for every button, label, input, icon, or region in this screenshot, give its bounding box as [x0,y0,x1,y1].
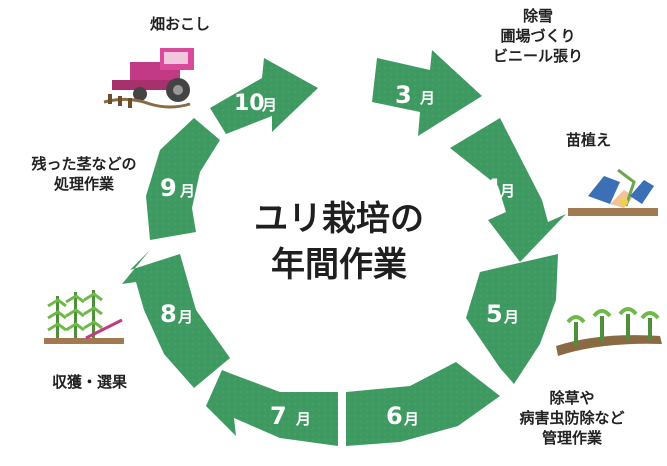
segment-april: 4 月 [450,118,566,262]
task-snow-removal: 除雪 圃場づくり ビニール張り [492,7,583,65]
month-label-october-num: 10 [234,91,265,116]
title-line-2: 年間作業 [271,245,407,285]
svg-text:月: 月 [179,182,195,200]
segment-march: 3 月 [372,50,482,136]
segment-june: 6 月 [346,362,500,446]
month-label-may-num: 5 [486,300,503,328]
plants-hoe-icon [44,290,124,344]
task-stem-disposal: 残った茎などの 処理作業 [31,155,137,193]
diagram-title: ユリ栽培の 年間作業 [239,196,439,288]
svg-text:月: 月 [403,410,419,428]
task-harvest: 収獲・選果 [52,373,128,391]
task-weeding: 除草や 病害虫防除など 管理作業 [519,389,625,447]
title-line-1: ユリ栽培の [254,199,424,239]
svg-text:月: 月 [503,308,519,326]
svg-text:月: 月 [261,96,277,114]
tractor-icon [103,48,194,109]
segment-september: 9 月 [146,118,220,240]
svg-text:月: 月 [419,89,435,107]
month-label-june-num: 6 [386,402,403,430]
svg-text:月: 月 [295,410,311,428]
svg-text:月: 月 [177,308,193,326]
sprouts-icon [556,307,662,356]
segment-july: 7 月 [206,370,338,446]
planting-hands-icon [568,168,658,216]
segment-august: 8 月 [122,250,230,388]
month-label-july-num: 7 [270,402,287,430]
month-label-september-num: 9 [160,174,177,202]
svg-text:月: 月 [499,182,515,200]
task-plowing: 畑おこし [150,15,211,33]
month-label-august-num: 8 [160,300,177,328]
task-planting: 苗植え [566,131,612,149]
segment-may: 5 月 [466,254,558,384]
month-label-march-num: 3 [395,81,412,109]
segment-october: 10 月 [210,58,318,134]
month-label-april-num: 4 [484,174,501,202]
